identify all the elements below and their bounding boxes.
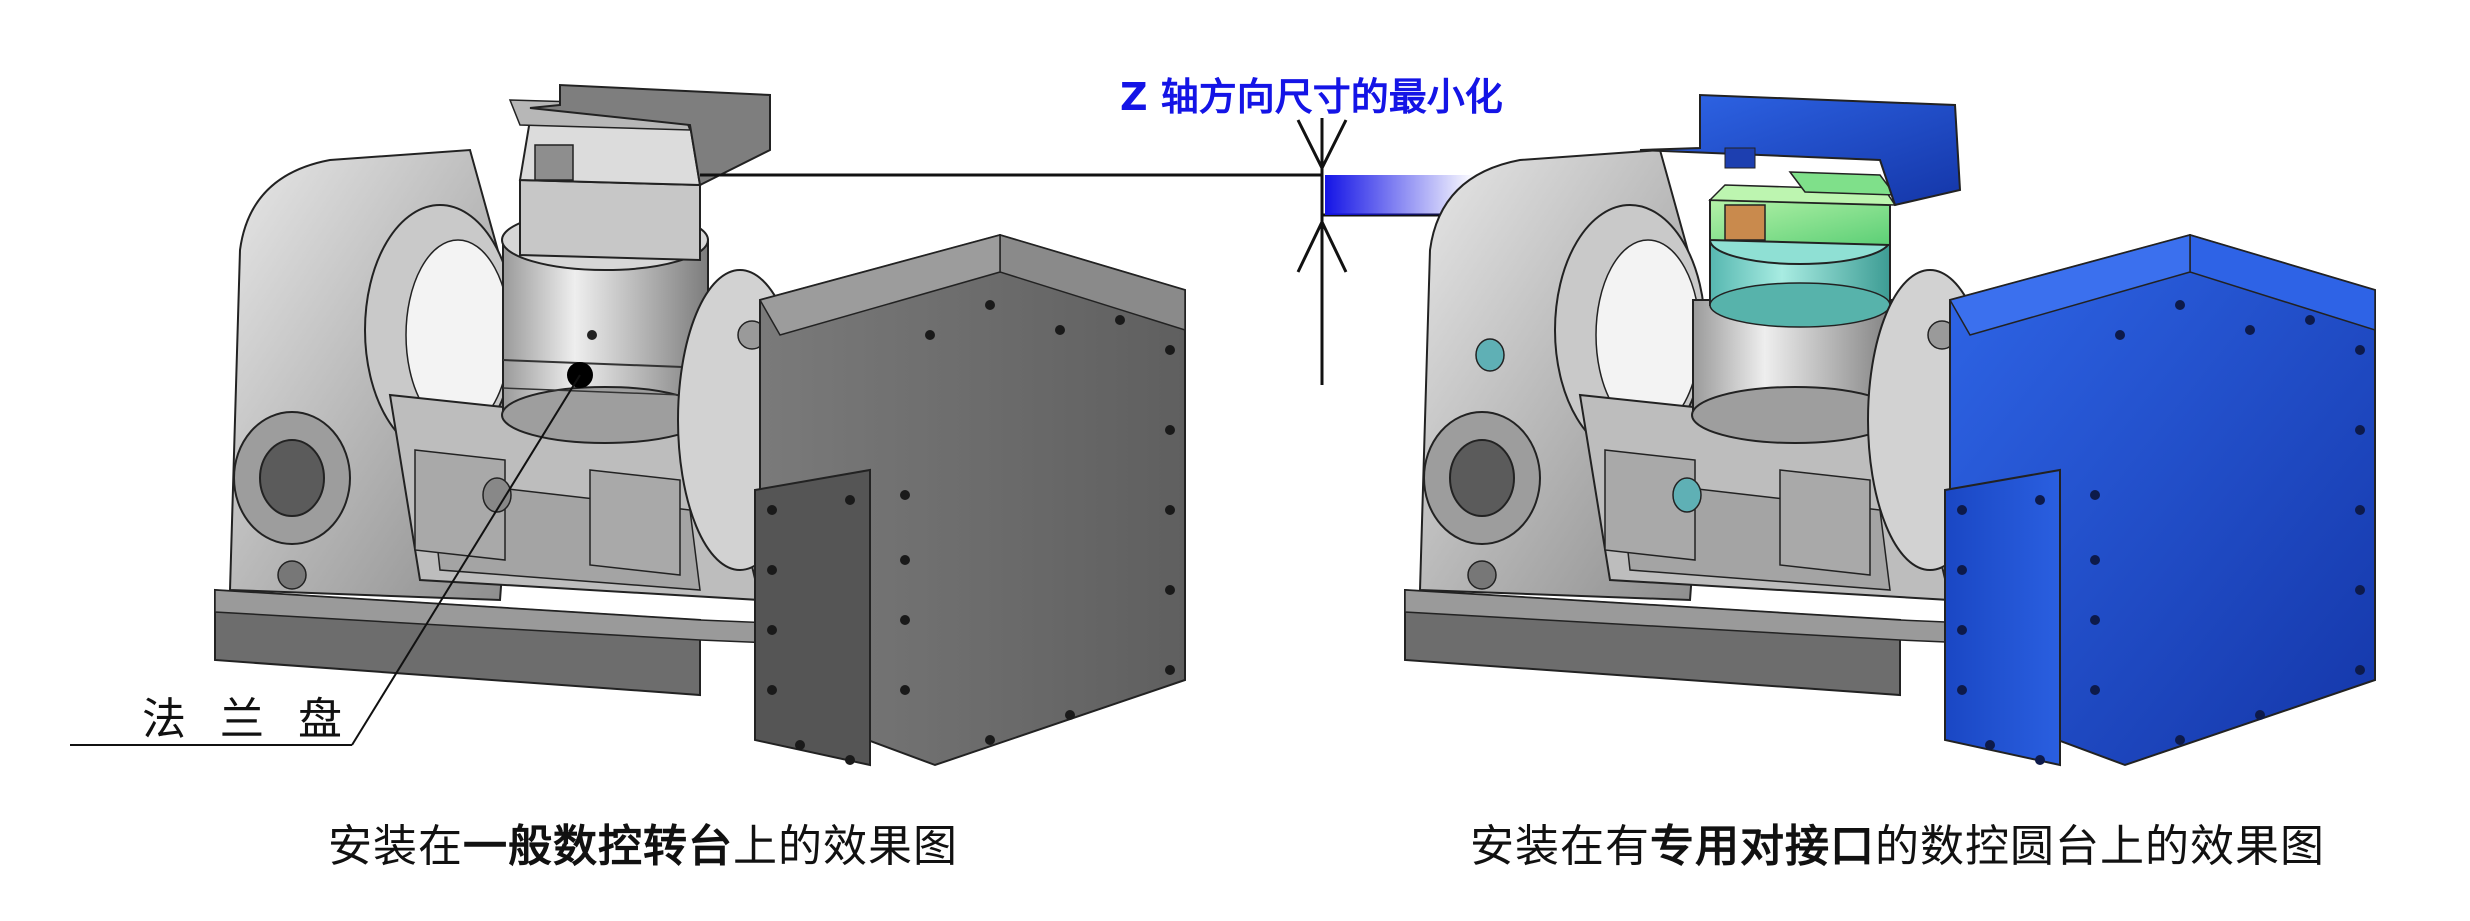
right-caption-suffix: 的数控圆台上的效果图: [1875, 821, 2325, 872]
right-caption-prefix: 安装在有: [1470, 821, 1650, 872]
flange-label: 法 兰 盘: [142, 694, 352, 745]
right-caption-bold: 专用对接口: [1650, 821, 1875, 872]
z-axis-title: Z 轴方向尺寸的最小化: [1120, 75, 1503, 119]
flange-leader-line: [70, 374, 581, 746]
right-caption: 安装在有专用对接口的数控圆台上的效果图: [1470, 810, 2325, 874]
left-caption-prefix: 安装在: [328, 821, 463, 872]
left-caption: 安装在一般数控转台上的效果图: [328, 810, 958, 874]
dedicated-interface-rotary-table: [1404, 93, 2376, 767]
left-caption-bold: 一般数控转台: [463, 821, 733, 872]
standard-rotary-table: [214, 83, 1186, 767]
left-caption-suffix: 上的效果图: [733, 821, 958, 872]
